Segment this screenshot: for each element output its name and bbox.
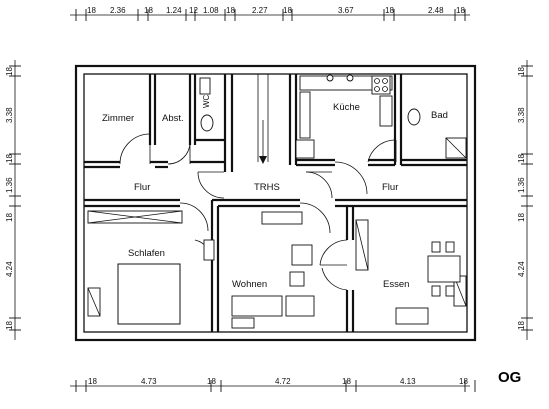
dim-right-3: 18 — [517, 154, 526, 163]
dim-right-7: 18 — [517, 321, 526, 330]
dim-top-2: 2.36 — [110, 6, 126, 15]
dim-right-1: 18 — [517, 67, 526, 76]
wc-fixtures — [199, 77, 214, 132]
dim-top-12: 2.48 — [428, 6, 444, 15]
floor-label: OG — [498, 369, 521, 386]
room-label-schlafen: Schlafen — [128, 248, 165, 259]
dining-furniture — [427, 241, 461, 297]
room-label-bad: Bad — [431, 110, 448, 121]
dim-bottom-5: 18 — [342, 377, 351, 386]
living-furniture — [231, 244, 315, 329]
dim-top-9: 18 — [283, 6, 292, 15]
room-label-wohnen: Wohnen — [232, 279, 267, 290]
right-dimension-line: 18 3.38 18 1.36 18 4.24 18 — [517, 60, 533, 340]
dim-top-7: 18 — [226, 6, 235, 15]
dim-right-2: 3.38 — [517, 107, 526, 123]
dim-bottom-1: 18 — [88, 377, 97, 386]
outer-walls — [74, 64, 477, 342]
bottom-dimension-line: 18 4.73 18 4.72 18 4.13 18 — [70, 377, 476, 392]
dim-left-7: 18 — [5, 321, 14, 330]
dim-top-6: 1.08 — [203, 6, 219, 15]
dim-bottom-2: 4.73 — [141, 377, 157, 386]
dim-left-1: 18 — [5, 67, 14, 76]
dim-top-8: 2.27 — [252, 6, 268, 15]
dim-left-3: 18 — [5, 154, 14, 163]
kitchen-fixtures — [299, 74, 393, 139]
room-labels: Zimmer Abst. WC Küche Bad Flur TRHS Flur… — [102, 94, 448, 290]
dim-right-5: 18 — [517, 213, 526, 222]
dim-top-5: 12 — [189, 6, 198, 15]
room-label-essen: Essen — [383, 279, 409, 290]
dim-bottom-6: 4.13 — [400, 377, 416, 386]
dim-right-4: 1.36 — [517, 177, 526, 193]
bath-fixtures — [407, 108, 467, 159]
dim-top-3: 18 — [144, 6, 153, 15]
dim-top-10: 3.67 — [338, 6, 354, 15]
room-label-abst: Abst. — [162, 113, 184, 124]
room-label-zimmer: Zimmer — [102, 113, 134, 124]
windows-and-cabinets — [87, 139, 467, 325]
dim-left-5: 18 — [5, 213, 14, 222]
room-label-flur-left: Flur — [134, 182, 150, 193]
dim-top-1: 18 — [87, 6, 96, 15]
dim-bottom-4: 4.72 — [275, 377, 291, 386]
room-label-kueche: Küche — [333, 102, 360, 113]
room-label-flur-right: Flur — [382, 182, 398, 193]
dim-top-13: 18 — [456, 6, 465, 15]
dim-bottom-7: 18 — [459, 377, 468, 386]
door-swings — [119, 133, 397, 291]
dim-top-4: 1.24 — [166, 6, 182, 15]
room-label-wc: WC — [202, 94, 211, 108]
top-dimension-line: 18 2.36 18 1.24 12 1.08 18 2.27 18 3.67 … — [70, 6, 470, 21]
stair-trhs — [257, 74, 269, 164]
bed — [117, 263, 181, 325]
room-label-trhs: TRHS — [254, 182, 280, 193]
left-dimension-line: 18 3.38 18 1.36 18 4.24 18 — [5, 60, 21, 340]
dim-top-11: 18 — [385, 6, 394, 15]
dim-left-4: 1.36 — [5, 177, 14, 193]
dim-bottom-3: 18 — [207, 377, 216, 386]
interior-walls — [84, 74, 467, 332]
dim-left-2: 3.38 — [5, 107, 14, 123]
dim-left-6: 4.24 — [5, 261, 14, 277]
dim-right-6: 4.24 — [517, 261, 526, 277]
